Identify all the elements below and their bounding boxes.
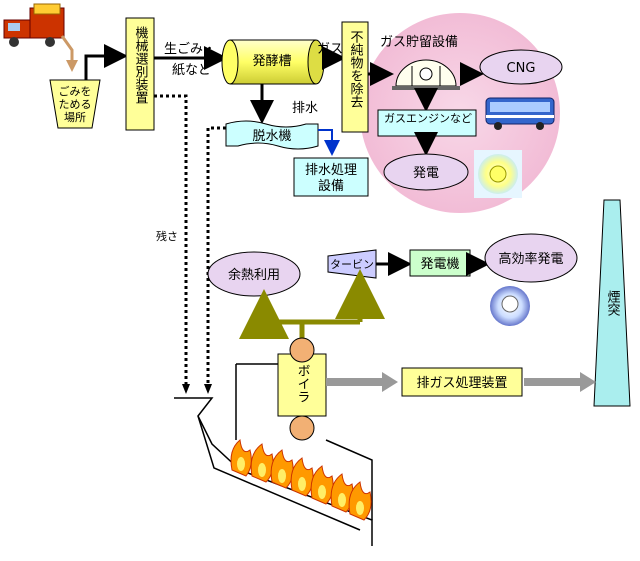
wastewater-box: 排水処理 設備 [293, 157, 369, 197]
turbine-shape: タービン [327, 249, 377, 279]
waste-heat-oval: 余熱利用 [207, 251, 301, 297]
impurity-box: 不純物を除去 [341, 21, 369, 133]
exhaust-arrows [326, 372, 596, 392]
pit-label-3: 場所 [64, 111, 86, 124]
organic-label-2: 紙など [172, 63, 211, 78]
cng-oval: CNG [479, 49, 563, 85]
bus-icon [485, 97, 555, 130]
exhaust-box: 排ガス処理装置 [401, 367, 523, 397]
chimney-shape: 煙突 [593, 199, 631, 407]
sorter-box: 機械選別装置 [125, 17, 155, 131]
sorter-residue-line [154, 94, 188, 388]
dewater-to-wastewater-arrow [318, 129, 340, 156]
wastewater-label-1: 排水処理 [305, 163, 357, 178]
dewater-box: 脱水機 [225, 120, 319, 150]
incinerator-outline [174, 363, 373, 546]
gas-engine-box: ガスエンジンなど [377, 109, 477, 137]
high-eff-oval: 高効率発電 [484, 233, 578, 283]
gas-storage-label: ガス貯留設備 [380, 34, 458, 50]
tank-label: 発酵槽 [252, 54, 291, 69]
flames-icon [230, 439, 372, 521]
garbage-truck-icon [3, 3, 65, 47]
high-eff-label: 高効率発電 [498, 251, 563, 267]
boiler-label: ボイラ [295, 364, 310, 403]
pit-box: ごみを ためる 場所 [49, 79, 101, 129]
pit-label-2: ためる [59, 98, 92, 111]
lightbulb-icon-2 [490, 286, 530, 326]
exhaust-label: 排ガス処理装置 [416, 376, 507, 391]
power-label: 発電 [413, 166, 439, 181]
power-oval: 発電 [383, 153, 469, 191]
drain-label: 排水 [292, 101, 318, 116]
generator-box: 発電機 [409, 249, 471, 277]
truck-arrow [60, 35, 74, 62]
pit-label-1: ごみを [59, 84, 92, 98]
residue-label: 残さ [156, 229, 178, 243]
pit-to-sorter-arrow [84, 44, 128, 80]
impurity-label: 不純物を除去 [348, 30, 364, 108]
boiler-shape: ボイラ [277, 337, 327, 441]
organic-label: 生ごみ・ [164, 41, 216, 57]
gas-label: ガス [317, 42, 343, 57]
sorter-label: 機械選別装置 [133, 26, 149, 104]
waste-heat-label: 余熱利用 [228, 267, 280, 283]
steam-arrows [239, 269, 385, 339]
gas-engine-label: ガスエンジンなど [384, 112, 472, 125]
dewater-label: 脱水機 [252, 129, 291, 144]
dewater-residue-line [206, 126, 226, 388]
lightbulb-icon [474, 150, 522, 198]
generator-label: 発電機 [420, 257, 459, 272]
fermentation-tank: 発酵槽 [221, 39, 325, 85]
wastewater-label-2: 設備 [318, 178, 344, 194]
chimney-label: 煙突 [605, 290, 621, 316]
turbine-label: タービン [330, 258, 374, 271]
cng-label: CNG [507, 61, 536, 76]
